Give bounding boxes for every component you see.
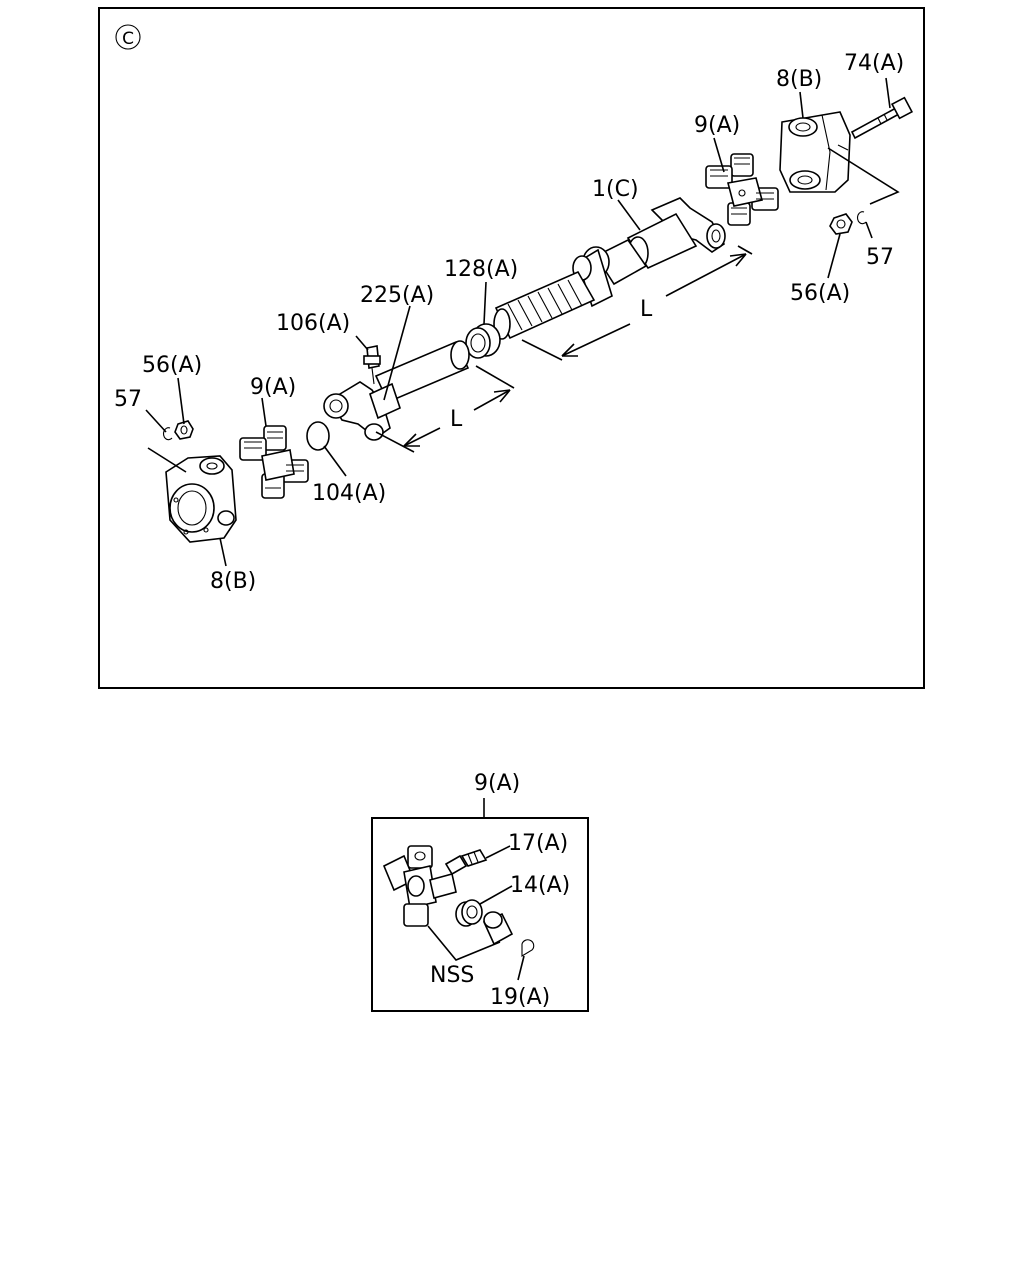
grease-fitting-106a [363,345,381,385]
detail-bearing-cup [482,911,514,946]
label-74a: 74(A) [844,51,904,76]
detail-label-14a: 14(A) [510,873,570,898]
slip-yoke-1c [493,197,726,340]
detail-diagram-frame [371,817,589,1012]
detail-grease-fitting-17a [444,849,488,876]
label-56a-left: 56(A) [142,353,202,378]
label-104a: 104(A) [312,481,386,506]
main-diagram-frame [98,7,925,689]
washer-57-left [162,427,173,441]
dimension-l-right: L [640,297,653,322]
label-9a-left: 9(A) [250,375,296,400]
washer-57-right [856,211,867,225]
tube-yoke-225a [323,340,470,441]
label-56a-right: 56(A) [790,281,850,306]
universal-joint-left [239,425,309,499]
detail-label-nss: NSS [430,963,474,988]
detail-seal-14a [455,899,483,927]
label-225a: 225(A) [360,283,434,308]
bolt-74a [850,96,914,140]
corner-mark: C [115,24,141,50]
flange-yoke-right [779,111,851,193]
label-9a-right: 9(A) [694,113,740,138]
detail-leader-lines [427,845,525,981]
dust-cover-104a [306,421,330,451]
leader-lines [145,77,900,567]
detail-title: 9(A) [474,771,520,796]
dimension-l-left: L [450,407,463,432]
universal-joint-right [705,153,779,226]
nut-56a-right [829,213,853,235]
detail-label-17a: 17(A) [508,831,568,856]
label-1c: 1(C) [592,177,639,202]
label-8b-right: 8(B) [776,67,822,92]
label-57-right: 57 [866,245,894,270]
label-8b-left: 8(B) [210,569,256,594]
label-128a: 128(A) [444,257,518,282]
detail-spider [382,845,457,927]
detail-label-19a: 19(A) [490,985,550,1010]
flange-yoke-left [165,455,237,543]
nut-56a-left [174,420,194,440]
label-57-left: 57 [114,387,142,412]
seal-ring-128a [465,323,501,359]
label-106a: 106(A) [276,311,350,336]
corner-mark-letter: C [122,29,134,49]
detail-snap-ring-19a [521,939,535,957]
